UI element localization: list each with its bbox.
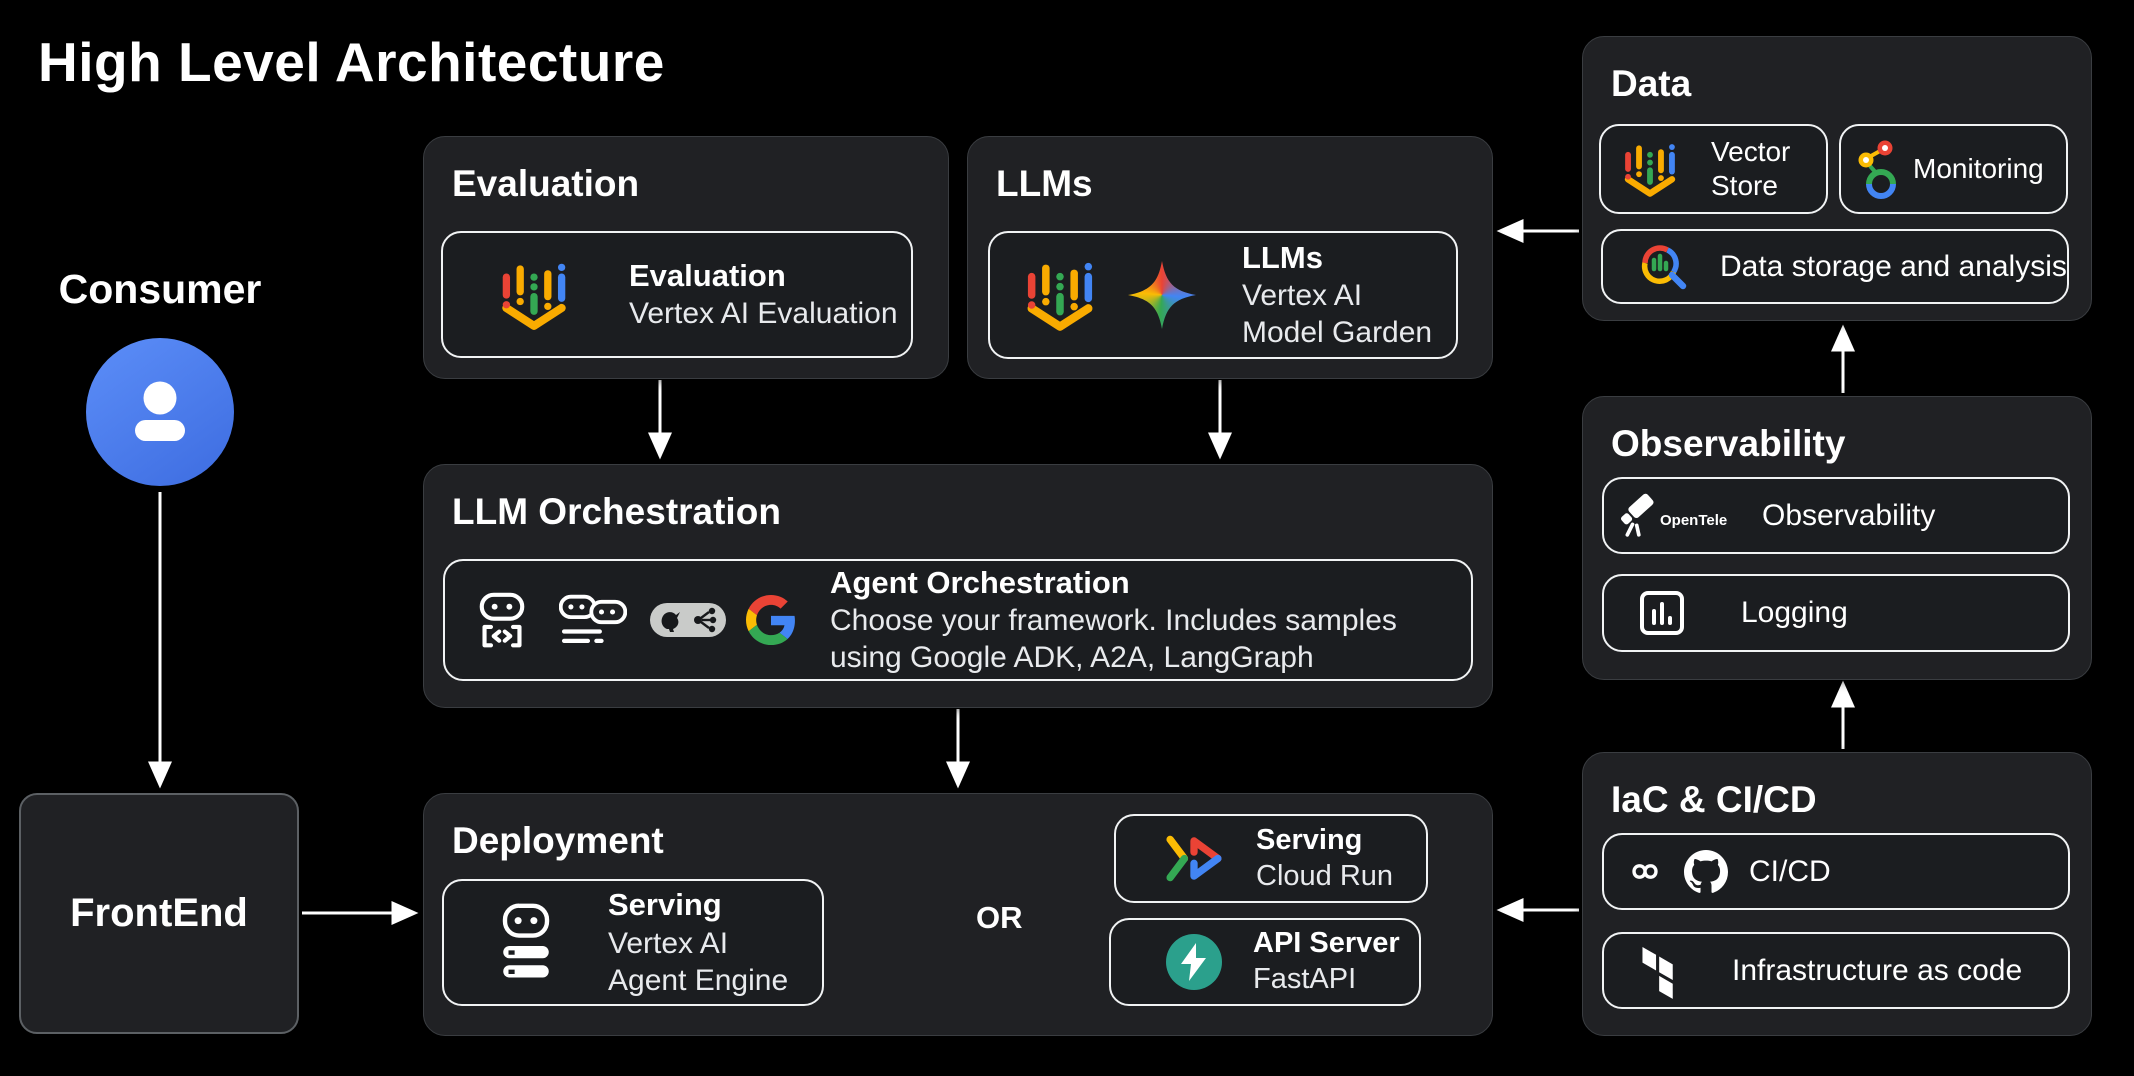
data-panel-title: Data <box>1611 63 1692 104</box>
adk-robot-icon <box>478 592 526 649</box>
data-panel: Data Vector Store Monitoring <box>1582 36 2092 321</box>
cloud-run-card-line1: Cloud Run <box>1256 859 1394 892</box>
page-title: High Level Architecture <box>38 31 665 93</box>
robot-server-icon <box>498 902 554 983</box>
fastapi-card-text: API Server FastAPI <box>1253 926 1400 998</box>
agent-engine-card-title: Serving <box>608 887 722 923</box>
cloud-run-card: Serving Cloud Run <box>1114 814 1428 903</box>
iac-panel-title: IaC & CI/CD <box>1611 779 1817 820</box>
cloud-run-icon <box>1162 833 1226 884</box>
langgraph-icon <box>650 603 726 637</box>
observability-card-label: Observability <box>1762 498 1936 532</box>
llms-card-line1: Vertex AI <box>1242 279 1363 313</box>
vertex-ai-icon <box>1020 255 1100 335</box>
person-icon <box>112 364 208 460</box>
llms-card: LLMs Vertex AI Model Garden <box>988 231 1458 359</box>
evaluation-card-text: Evaluation Vertex AI Evaluation <box>629 257 898 333</box>
observability-card: OpenTele Observability <box>1602 477 2070 554</box>
llms-card-title: LLMs <box>1242 239 1323 275</box>
vertex-ai-icon <box>495 256 573 334</box>
evaluation-panel-title: Evaluation <box>452 163 640 204</box>
fastapi-card-line1: FastAPI <box>1253 963 1357 995</box>
infrastructure-card: Infrastructure as code <box>1602 932 2070 1009</box>
iac-panel: IaC & CI/CD CI/CD Infrastructure as code <box>1582 752 2092 1036</box>
orchestration-panel: LLM Orchestration <box>423 464 1493 708</box>
evaluation-card-title: Evaluation <box>629 257 786 293</box>
monitoring-icon <box>1855 139 1899 199</box>
or-label: OR <box>976 900 1023 935</box>
agent-engine-card-text: Serving Vertex AI Agent Engine <box>608 886 788 999</box>
llms-panel: LLMs LLMs Vertex AI Model Garden <box>967 136 1493 379</box>
data-storage-card: Data storage and analysis <box>1601 229 2069 304</box>
consumer-label: Consumer <box>58 266 262 312</box>
evaluation-card: Evaluation Vertex AI Evaluation <box>441 231 913 358</box>
observability-panel: Observability OpenTele Observability <box>1582 396 2092 680</box>
llms-card-line2: Model Garden <box>1242 316 1433 350</box>
gemini-star-icon <box>1126 259 1198 331</box>
frontend-label: FrontEnd <box>70 891 248 935</box>
orchestration-card-text: Agent Orchestration Choose your framewor… <box>830 564 1397 677</box>
deployment-panel: Deployment Serving Vertex AI Agent Engin… <box>423 793 1493 1036</box>
fastapi-icon <box>1165 933 1223 991</box>
vertex-ai-icon <box>1619 138 1681 200</box>
orchestration-card-title: Agent Orchestration <box>830 564 1130 600</box>
fastapi-card-title: API Server <box>1253 927 1400 960</box>
frontend-node: FrontEnd <box>19 793 299 1034</box>
agent-engine-card-line2: Agent Engine <box>608 963 789 997</box>
observability-panel-title: Observability <box>1611 423 1846 464</box>
fastapi-card: API Server FastAPI <box>1109 918 1421 1006</box>
cloud-run-card-title: Serving <box>1256 823 1363 856</box>
agent-engine-card: Serving Vertex AI Agent Engine <box>442 879 824 1006</box>
monitoring-card: Monitoring <box>1839 124 2068 214</box>
github-icon <box>1684 849 1728 894</box>
monitoring-label: Monitoring <box>1913 153 2044 184</box>
orchestration-card-line2: using Google ADK, A2A, LangGraph <box>830 641 1314 675</box>
opentelemetry-icon: OpenTele <box>1620 493 1748 539</box>
evaluation-panel: Evaluation Evaluation Vertex AI Evaluati… <box>423 136 949 379</box>
opentele-label: OpenTele <box>1660 511 1728 529</box>
logging-icon <box>1638 589 1686 637</box>
agent-engine-card-line1: Vertex AI <box>608 926 729 960</box>
llms-card-text: LLMs Vertex AI Model Garden <box>1242 239 1432 352</box>
cicd-label: CI/CD <box>1749 854 1831 888</box>
orchestration-panel-title: LLM Orchestration <box>452 491 781 532</box>
consumer-avatar <box>86 338 234 486</box>
logging-label: Logging <box>1741 596 1848 629</box>
data-storage-label: Data storage and analysis <box>1720 249 2067 283</box>
llms-panel-title: LLMs <box>996 163 1093 204</box>
vector-store-card: Vector Store <box>1599 124 1828 214</box>
logging-card: Logging <box>1602 574 2070 652</box>
orchestration-card: Agent Orchestration Choose your framewor… <box>443 559 1473 681</box>
infinity-cicd-icon <box>1623 858 1667 885</box>
a2a-icon <box>559 593 627 648</box>
vector-store-label: Vector Store <box>1711 135 1791 201</box>
orchestration-card-line1: Choose your framework. Includes samples <box>830 604 1397 638</box>
google-g-icon <box>746 595 796 645</box>
cloud-run-card-text: Serving Cloud Run <box>1256 823 1393 895</box>
deployment-panel-title: Deployment <box>452 820 664 861</box>
evaluation-card-line: Vertex AI Evaluation <box>629 297 898 331</box>
terraform-icon <box>1640 942 1682 999</box>
cicd-card: CI/CD <box>1602 833 2070 910</box>
data-analysis-icon <box>1639 242 1687 292</box>
infrastructure-label: Infrastructure as code <box>1732 953 2023 987</box>
